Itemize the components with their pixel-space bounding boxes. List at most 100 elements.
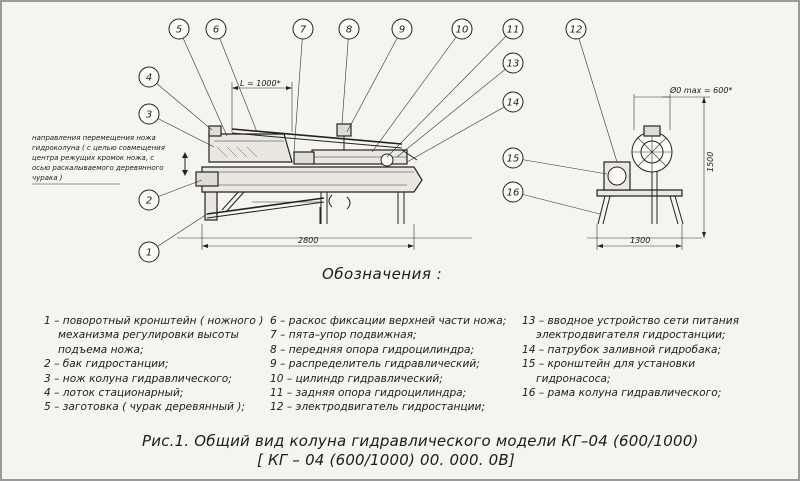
callout-leader <box>215 28 258 133</box>
callout-circle <box>138 66 160 88</box>
legend-item: 13 – вводное устройство сети питания <box>522 315 739 327</box>
direction-annotation: направления перемещения ножа гидроколуна… <box>32 134 165 185</box>
legend-item: 16 – рама колуна гидравлического; <box>522 387 722 400</box>
callout-number: 12 <box>570 25 583 36</box>
legend-item: 7 – пята–упор подвижная; <box>270 329 417 342</box>
knife-assembly <box>208 125 293 163</box>
callout-leader <box>178 28 228 137</box>
callout-leader <box>148 76 213 131</box>
figure-caption: Рис.1. Общий вид колуна гидравлического … <box>142 432 699 450</box>
legend-item: гидронасоса; <box>536 372 611 385</box>
legend-item: 6 – раскос фиксации верхней части ножа; <box>270 315 507 327</box>
legend-item: 9 – распределитель гидравлический; <box>270 358 480 371</box>
front-view: Ø0 max = 600* 1500 1300 <box>587 85 732 250</box>
callout-circle <box>292 18 314 40</box>
legend-item: 1 – поворотный кронштейн ( ножного ) <box>44 315 264 327</box>
annotation-line-4: осью раскалываемого деревянного <box>32 164 164 172</box>
callout-circle <box>168 18 190 40</box>
dimension-L: L = 1000* <box>231 79 293 132</box>
callout-number: 8 <box>346 25 352 36</box>
callout-leader <box>396 62 514 158</box>
dimension-height: 1500 <box>662 96 715 238</box>
callout-circle <box>502 18 524 40</box>
callout-number: 3 <box>146 110 152 121</box>
motor <box>603 161 631 191</box>
legend-item: подъема ножа; <box>58 343 144 356</box>
dimension-length: 2800 <box>201 224 415 250</box>
callout-number: 4 <box>146 73 152 84</box>
tank-body <box>195 166 423 193</box>
callout-circle <box>138 241 160 263</box>
callout-number: 7 <box>300 25 307 36</box>
dimension-width: 1300 <box>596 224 683 250</box>
knife-disc <box>631 125 673 173</box>
callout-leader <box>406 101 514 163</box>
callout-number: 6 <box>213 25 219 36</box>
callout-circle <box>502 181 524 203</box>
callout-circle <box>205 18 227 40</box>
legend-heading: Обозначения : <box>322 265 443 283</box>
callout-number: 1 <box>146 248 152 259</box>
callout-leader <box>346 28 403 133</box>
callout-leader <box>341 28 350 125</box>
annotation-line-2: гидроколуна ( с целью совмещения <box>32 144 165 152</box>
callout-circle <box>502 147 524 169</box>
figure-designation: [ КГ – 04 (600/1000) 00. 000. 0В] <box>257 451 515 469</box>
callout-circle <box>338 18 360 40</box>
annotation-line-3: центра режущих кромок ножа, с <box>32 154 154 162</box>
callout-number: 9 <box>399 25 405 36</box>
side-view: L = 1000* 2800 направления перемещения н… <box>32 79 472 250</box>
callout-circle <box>138 103 160 125</box>
callout-leader <box>148 113 215 148</box>
callout-circle <box>502 91 524 113</box>
legend-item: механизма регулировки высоты <box>58 329 239 342</box>
dimension-L-label: L = 1000* <box>240 79 281 88</box>
dimension-height-label: 1500 <box>706 152 715 172</box>
frame-legs <box>204 184 405 224</box>
callout-number: 11 <box>507 25 520 36</box>
legend-item: 8 – передняя опора гидроцилиндра; <box>270 343 475 356</box>
legend-column-1: 1 – поворотный кронштейн ( ножного ) мех… <box>44 314 263 415</box>
callout-leader <box>575 28 618 163</box>
legend-item: 15 – кронштейн для установки <box>522 358 696 371</box>
callout-number: 10 <box>456 25 469 36</box>
legend-item: 2 – бак гидростанции; <box>44 358 169 371</box>
callout-number: 2 <box>146 196 152 207</box>
callout-leader <box>512 157 608 175</box>
legend-item: 4 – лоток стационарный; <box>44 387 184 400</box>
legend-item: 14 – патрубок заливной гидробака; <box>522 343 722 356</box>
legend-column-2: 6 – раскос фиксации верхней части ножа; … <box>270 314 506 415</box>
legend-item: 11 – задняя опора гидроцилиндра; <box>270 387 467 400</box>
callout-circle <box>391 18 413 40</box>
callout-number: 15 <box>507 154 520 165</box>
legend-item: 10 – цилиндр гидравлический; <box>270 372 443 385</box>
brace-6 <box>231 128 403 149</box>
hydraulic-cylinder <box>293 123 418 167</box>
callout-leader <box>371 28 463 153</box>
callout-leader <box>293 28 304 153</box>
bracket-1 <box>206 197 325 224</box>
dimension-diameter: Ø0 max = 600* <box>633 85 732 130</box>
legend-column-3: 13 – вводное устройство сети питания эле… <box>522 314 739 400</box>
callout-leader <box>512 191 601 215</box>
callout-number: 13 <box>507 59 520 70</box>
callout-circle <box>565 18 587 40</box>
legend-item: 5 – заготовка ( чурак деревянный ); <box>44 401 245 414</box>
dimension-width-label: 1300 <box>630 236 650 245</box>
callout-leader <box>386 28 514 158</box>
rotation-arrows <box>182 152 351 210</box>
callout-number: 14 <box>507 98 520 109</box>
annotation-line-1: направления перемещения ножа <box>32 134 156 142</box>
callout-circle <box>502 52 524 74</box>
legend-item: электродвигателя гидростанции; <box>536 329 726 342</box>
legend-item: 3 – нож колуна гидравлического; <box>44 372 232 385</box>
annotation-line-5: чурака ) <box>32 174 63 182</box>
callout-number: 16 <box>507 188 520 199</box>
callout-circle <box>138 189 160 211</box>
callout-leader <box>148 213 208 253</box>
dimension-length-label: 2800 <box>298 236 318 245</box>
legend-item: 12 – электродвигатель гидростанции; <box>270 401 485 414</box>
technical-drawing: L = 1000* 2800 направления перемещения н… <box>32 18 732 263</box>
